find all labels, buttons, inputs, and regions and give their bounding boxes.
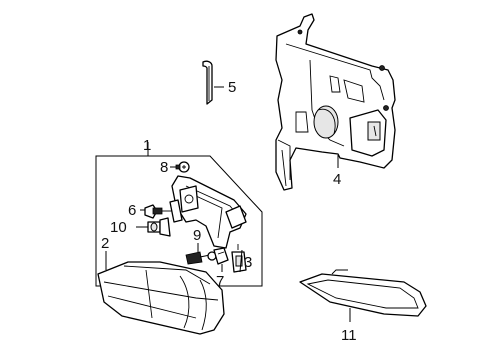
callout-2: 2 [101,235,109,252]
callout-4: 4 [333,171,341,188]
part-3-adjuster [231,244,247,273]
callout-6: 6 [128,202,136,219]
part-6-bulb-socket [144,204,172,219]
callout-1: 1 [143,137,151,154]
callout-5: 5 [228,79,236,96]
callout-10: 10 [110,219,127,236]
part-5-tube [202,60,213,105]
headlamp-housing-bracket [169,175,247,249]
callout-7: 7 [216,273,224,290]
leader-3 [239,249,243,273]
part-7-nut [213,247,229,265]
part-10-bulb [147,217,171,237]
callout-11: 11 [341,327,357,344]
callout-9-visible: 9 [193,227,201,244]
part-4-mounting-panel [275,13,396,191]
callout-3: 3 [244,254,252,271]
assembly-bracket-1 [95,155,263,287]
part-11-park-lamp [299,269,427,317]
part-9-adjuster-screw [185,251,217,265]
part-8-screw [175,161,190,173]
part-2-headlamp-lens [97,261,225,335]
callout-8: 8 [160,159,168,176]
